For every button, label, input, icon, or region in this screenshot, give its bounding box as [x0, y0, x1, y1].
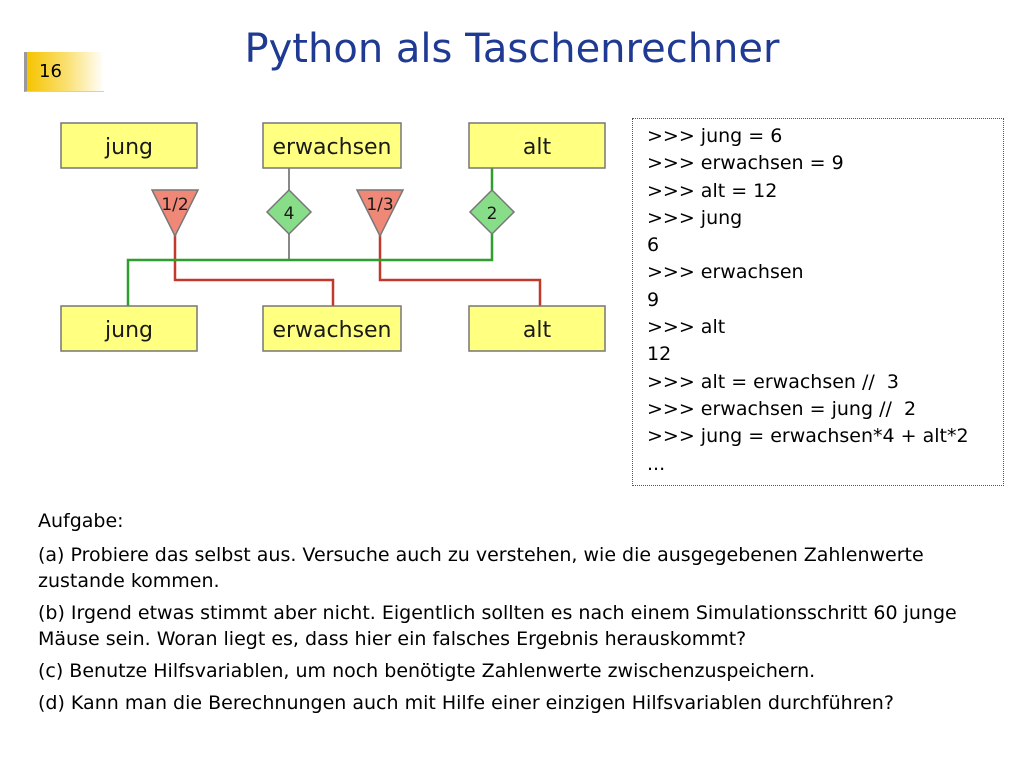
task-item-b: (b) Irgend etwas stimmt aber nicht. Eige… [38, 602, 957, 650]
bottom-box-jung-label: jung [104, 318, 153, 343]
line-green-to-jung [126, 234, 494, 306]
console-line: >>> erwachsen = jung // 2 [647, 397, 917, 420]
factor-diamond-4: 4 [265, 188, 313, 236]
line-erwachsen-to-alt [378, 230, 542, 306]
diagram-lines [126, 168, 542, 306]
factor-triangle-half: 1/2 [150, 189, 200, 238]
top-box-erwachsen: erwachsen [262, 122, 402, 169]
task-heading: Aufgabe: [38, 510, 124, 532]
console-line: >>> jung = erwachsen*4 + alt*2 [647, 425, 969, 448]
top-box-alt: alt [468, 122, 606, 169]
factor-4-label: 4 [284, 204, 295, 224]
task-item-a: (a) Probiere das selbst aus. Versuche au… [38, 544, 924, 592]
console-line: 6 [647, 234, 660, 257]
flow-diagram: jung erwachsen alt 1/2 4 1/3 2 jung erwa… [60, 122, 606, 352]
console-line: >>> alt = erwachsen // 3 [647, 370, 899, 393]
console-line: 9 [647, 288, 660, 311]
line-jung-to-erwachsen [173, 230, 335, 306]
bottom-box-alt-label: alt [523, 318, 552, 343]
top-box-jung: jung [60, 122, 198, 169]
python-console-box: >>> jung = 6 >>> erwachsen = 9 >>> alt =… [632, 118, 1004, 486]
factor-diamond-2: 2 [468, 188, 516, 236]
console-line: >>> jung [647, 206, 743, 229]
top-box-erwachsen-label: erwachsen [272, 135, 391, 160]
bottom-box-alt: alt [468, 305, 606, 352]
bottom-box-erwachsen-label: erwachsen [272, 318, 391, 343]
top-box-jung-label: jung [104, 135, 153, 160]
console-line: >>> erwachsen = 9 [647, 152, 844, 175]
task-section: Aufgabe: (a) Probiere das selbst aus. Ve… [38, 508, 988, 722]
console-line: 12 [647, 343, 672, 366]
factor-third-label: 1/3 [366, 195, 393, 215]
task-item-c: (c) Benutze Hilfsvariablen, um noch benö… [38, 660, 816, 682]
bottom-box-jung: jung [60, 305, 198, 352]
console-line: >>> alt = 12 [647, 179, 778, 202]
factor-2-label: 2 [487, 204, 498, 224]
page-number-badge: 16 [24, 52, 104, 92]
console-line: >>> erwachsen [647, 261, 804, 284]
console-line: >>> jung = 6 [647, 125, 783, 147]
bottom-box-erwachsen: erwachsen [262, 305, 402, 352]
task-item-d: (d) Kann man die Berechnungen auch mit H… [38, 692, 894, 714]
console-line: ... [647, 452, 666, 475]
factor-half-label: 1/2 [161, 195, 188, 215]
slide-title: Python als Taschenrechner [244, 26, 780, 72]
top-box-alt-label: alt [523, 135, 552, 160]
factor-triangle-third: 1/3 [355, 189, 405, 238]
page-number: 16 [39, 61, 62, 82]
console-line: >>> alt [647, 316, 726, 339]
